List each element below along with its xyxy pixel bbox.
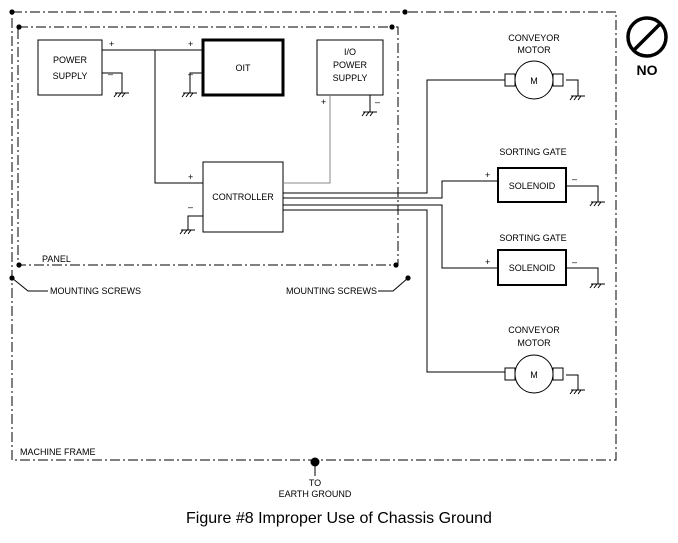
- ground-solenoid-2: [566, 267, 605, 289]
- conveyor-motor-1-left-terminal: [504, 73, 516, 87]
- power-supply-minus: –: [108, 69, 113, 79]
- screw-dot: [16, 24, 22, 30]
- controller-minus: –: [188, 202, 193, 212]
- screw-dot: [9, 9, 15, 15]
- controller-box: [202, 161, 284, 233]
- wire-controller-to-motor-1: [283, 79, 505, 194]
- wire-controller-to-solenoid-2: [283, 204, 498, 269]
- conveyor-motor-2-m: M: [530, 370, 538, 380]
- sorting-gate-1-title: SORTING GATE: [499, 147, 566, 157]
- machine-frame-label: MACHINE FRAME: [20, 447, 96, 457]
- mounting-screws-right-leader: [378, 277, 409, 292]
- no-symbol-slash: [632, 22, 662, 52]
- ground-solenoid-1: [566, 185, 605, 207]
- mounting-screws-left-label: MOUNTING SCREWS: [50, 286, 141, 296]
- io-power-supply-plus: +: [321, 97, 326, 107]
- sorting-gate-2-plus: +: [485, 257, 490, 267]
- no-symbol-icon: [626, 16, 668, 58]
- screw-dot: [9, 275, 15, 281]
- conveyor-motor-2-right-terminal: [552, 367, 564, 381]
- no-label: NO: [637, 62, 658, 78]
- oit-label: OIT: [236, 63, 252, 73]
- conveyor-motor-1-m: M: [530, 76, 538, 86]
- sorting-gate-1-solenoid-label: SOLENOID: [509, 181, 556, 191]
- ground-controller: [179, 215, 203, 235]
- screw-dot: [393, 262, 399, 268]
- conveyor-motor-2-left-terminal: [504, 367, 516, 381]
- conveyor-motor-2-title-1: CONVEYOR: [508, 325, 560, 335]
- sorting-gate-1-solenoid-box: [497, 167, 567, 203]
- screw-dot: [16, 262, 22, 268]
- wire-ps-plus-to-controller: [154, 50, 203, 184]
- ground-oit: [181, 72, 203, 98]
- sorting-gate-2-title: SORTING GATE: [499, 233, 566, 243]
- ground-motor-2: [566, 374, 585, 395]
- screw-dot: [405, 275, 411, 281]
- conveyor-motor-2-title-2: MOTOR: [517, 338, 551, 348]
- earth-ground-terminal: [310, 457, 320, 467]
- mounting-screws-right-label: MOUNTING SCREWS: [286, 286, 377, 296]
- ground-io-power-supply: [361, 95, 377, 117]
- conveyor-motor-1-title-2: MOTOR: [517, 45, 551, 55]
- oit-plus: +: [188, 39, 193, 49]
- oit-minus: –: [188, 69, 193, 79]
- sorting-gate-2-solenoid-box: [497, 249, 567, 286]
- io-power-supply-label-1: I/O: [344, 47, 356, 57]
- oit-box: [201, 38, 285, 97]
- controller-label: CONTROLLER: [212, 192, 274, 202]
- ground-motor-1: [566, 79, 585, 101]
- earth-ground-label-2: EARTH GROUND: [279, 489, 352, 499]
- io-power-supply-label-2: POWER: [333, 60, 368, 70]
- mounting-screws-left-leader: [11, 277, 48, 292]
- power-supply-label-2: SUPPLY: [53, 71, 88, 81]
- sorting-gate-1-plus: +: [485, 170, 490, 180]
- screw-dot: [389, 24, 395, 30]
- figure-caption: Figure #8 Improper Use of Chassis Ground: [186, 510, 492, 527]
- screw-dot: [402, 9, 408, 15]
- conveyor-motor-1-right-terminal: [552, 73, 564, 87]
- sorting-gate-2-minus: –: [572, 257, 577, 267]
- power-supply-label-1: POWER: [53, 55, 88, 65]
- ground-power-supply: [102, 72, 129, 98]
- wire-io-plus-to-controller: [283, 95, 331, 184]
- wire-controller-to-motor-2: [283, 209, 505, 373]
- power-supply-box: [37, 39, 103, 96]
- sorting-gate-2-solenoid-label: SOLENOID: [509, 263, 556, 273]
- io-power-supply-box: [316, 39, 384, 96]
- panel-label: PANEL: [42, 254, 71, 264]
- io-power-supply-label-3: SUPPLY: [333, 73, 368, 83]
- sorting-gate-1-minus: –: [572, 174, 577, 184]
- io-power-supply-minus: –: [375, 97, 380, 107]
- earth-ground-label-1: TO: [309, 478, 321, 488]
- conveyor-motor-1-title-1: CONVEYOR: [508, 33, 560, 43]
- wire-controller-to-solenoid-1: [283, 180, 498, 199]
- power-supply-plus: +: [109, 39, 114, 49]
- controller-plus: +: [188, 172, 193, 182]
- panel-outline: [17, 26, 399, 266]
